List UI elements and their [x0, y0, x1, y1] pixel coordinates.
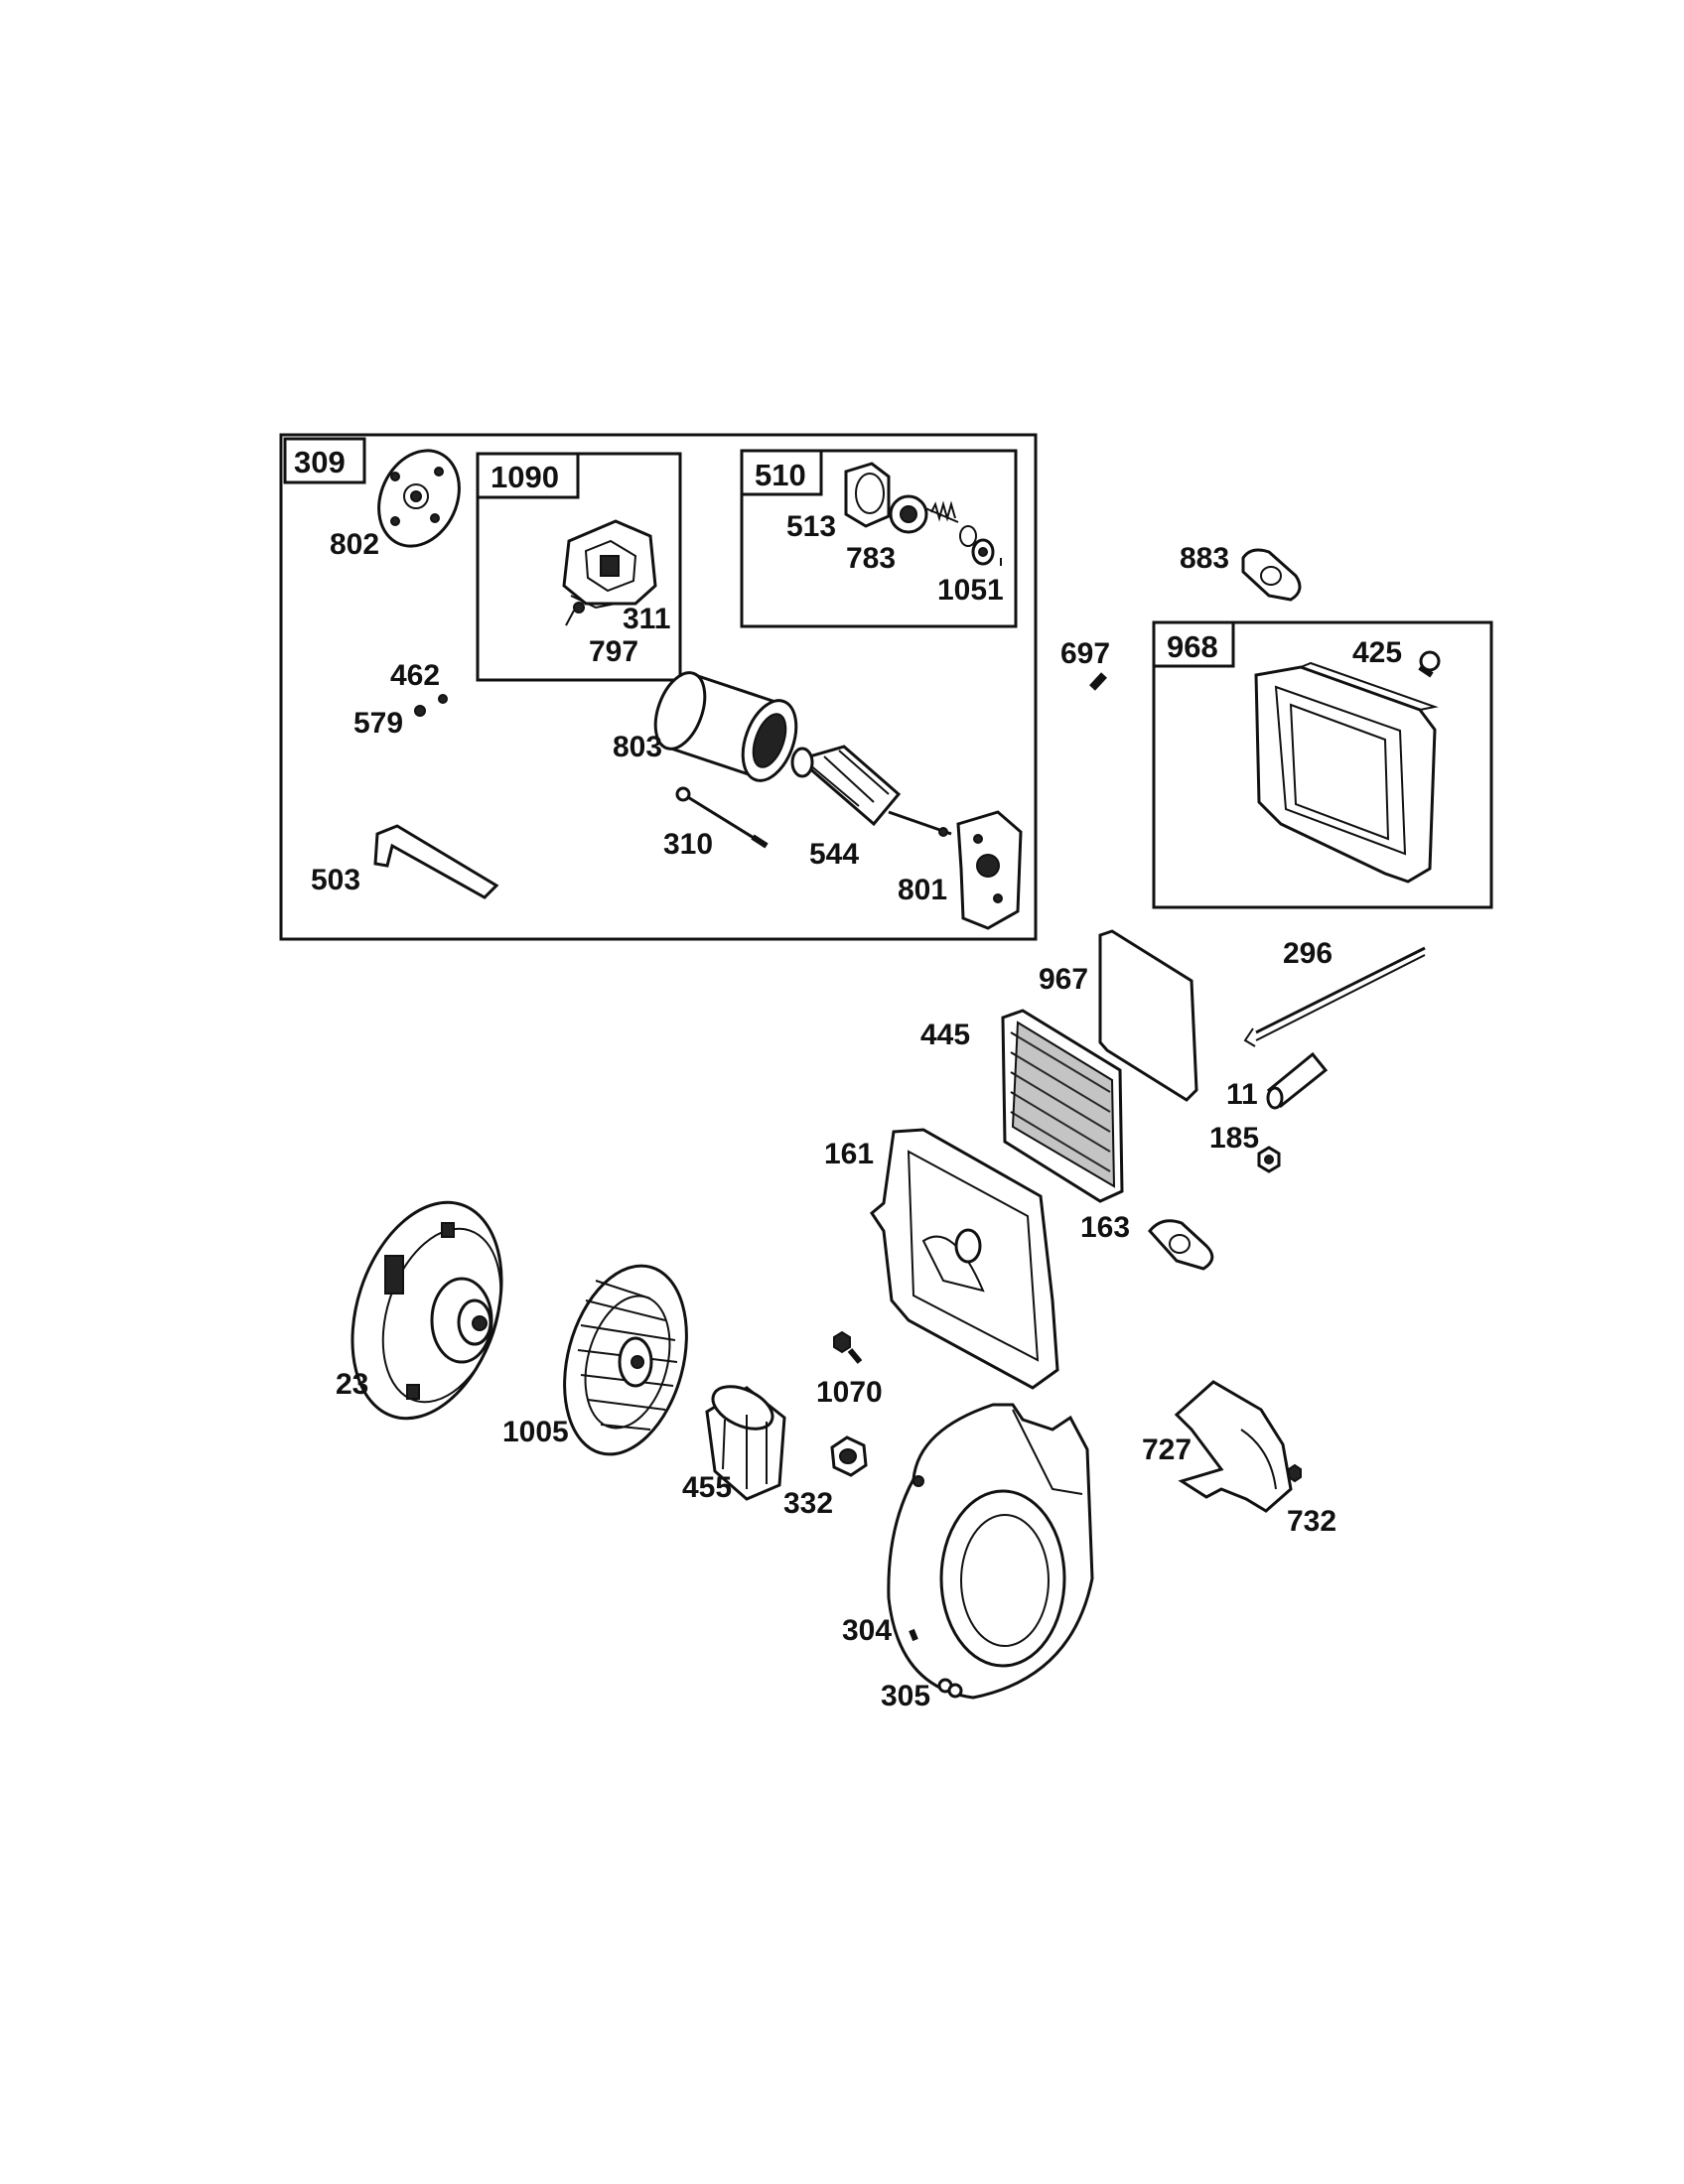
label-462: 462: [390, 659, 440, 692]
sleeve-11-drawing: [1266, 1051, 1329, 1110]
screw-305-drawing: [937, 1678, 963, 1699]
label-185: 185: [1209, 1122, 1259, 1155]
starter-housing-drawing: [653, 671, 798, 782]
washer-462-drawing: [438, 694, 448, 704]
starter-group-tag: [283, 437, 366, 484]
label-161: 161: [824, 1138, 874, 1170]
flywheel-nut-drawing: [830, 1435, 868, 1477]
label-579: 579: [353, 707, 403, 740]
screw-579-drawing: [414, 705, 426, 717]
drive-group-tag: [740, 449, 823, 496]
pre-cleaner-drawing: [1098, 929, 1198, 1102]
label-304: 304: [842, 1614, 892, 1647]
label-544: 544: [809, 838, 859, 871]
starter-drive-drawing: [844, 462, 1002, 566]
filter-housing-drawing: [870, 1128, 1059, 1390]
air-cleaner-base-drawing: [1254, 661, 1439, 884]
brush-group-number: 1090: [491, 460, 559, 494]
fan-retainer-drawing: [705, 1385, 786, 1501]
label-425: 425: [1352, 636, 1402, 669]
air-cleaner-group-tag: [1152, 620, 1235, 668]
nut-185-drawing: [1257, 1146, 1281, 1173]
starter-group-frame: [279, 433, 1038, 941]
blower-housing-drawing: [887, 1403, 1094, 1700]
air-filter-drawing: [1001, 1009, 1124, 1203]
label-311: 311: [623, 603, 670, 635]
label-802: 802: [330, 528, 379, 561]
label-11: 11: [1226, 1078, 1258, 1111]
label-445: 445: [920, 1019, 970, 1051]
drive-group-frame: [740, 449, 1018, 628]
cooling-fan-drawing: [563, 1264, 688, 1456]
brush-holder-drawing: [562, 519, 657, 626]
drive-group-number: 510: [755, 458, 806, 492]
label-697: 697: [1060, 637, 1110, 670]
gasket-883-drawing: [1241, 548, 1302, 602]
label-797: 797: [589, 635, 638, 668]
brush-group-tag: [476, 452, 580, 499]
label-163: 163: [1080, 1211, 1130, 1244]
gasket-163-drawing: [1148, 1219, 1214, 1271]
label-503: 503: [311, 864, 360, 896]
label-967: 967: [1039, 963, 1088, 996]
label-801: 801: [898, 874, 947, 906]
flywheel-drawing: [351, 1200, 503, 1421]
label-732: 732: [1287, 1505, 1336, 1538]
end-cap-gasket-drawing: [377, 449, 461, 548]
screw-697-drawing: [1089, 672, 1107, 691]
label-23: 23: [336, 1368, 368, 1401]
air-cleaner-group-frame: [1152, 620, 1493, 909]
armature-drawing: [790, 745, 952, 837]
label-296: 296: [1283, 937, 1333, 970]
drive-end-cap-drawing: [956, 810, 1023, 930]
label-513: 513: [786, 510, 836, 543]
through-bolt-drawing: [675, 786, 769, 849]
label-727: 727: [1142, 1433, 1192, 1466]
label-1070: 1070: [816, 1376, 883, 1409]
label-305: 305: [881, 1680, 930, 1712]
stud-296-drawing: [1243, 946, 1426, 1047]
screw-732-drawing: [1288, 1463, 1302, 1483]
label-1005: 1005: [502, 1416, 569, 1448]
air-baffle-drawing: [1174, 1380, 1293, 1513]
label-883: 883: [1180, 542, 1229, 575]
label-332: 332: [783, 1487, 833, 1520]
screw-304-drawing: [909, 1628, 918, 1642]
label-803: 803: [613, 731, 662, 763]
air-cleaner-group-number: 968: [1167, 629, 1218, 664]
label-310: 310: [663, 828, 713, 861]
starter-bracket-drawing: [373, 824, 499, 899]
starter-group-number: 309: [294, 445, 346, 479]
label-1051: 1051: [937, 574, 1004, 607]
screw-425-drawing: [1418, 650, 1441, 678]
label-455: 455: [682, 1471, 732, 1504]
label-783: 783: [846, 542, 896, 575]
screw-1070-drawing: [833, 1330, 863, 1364]
